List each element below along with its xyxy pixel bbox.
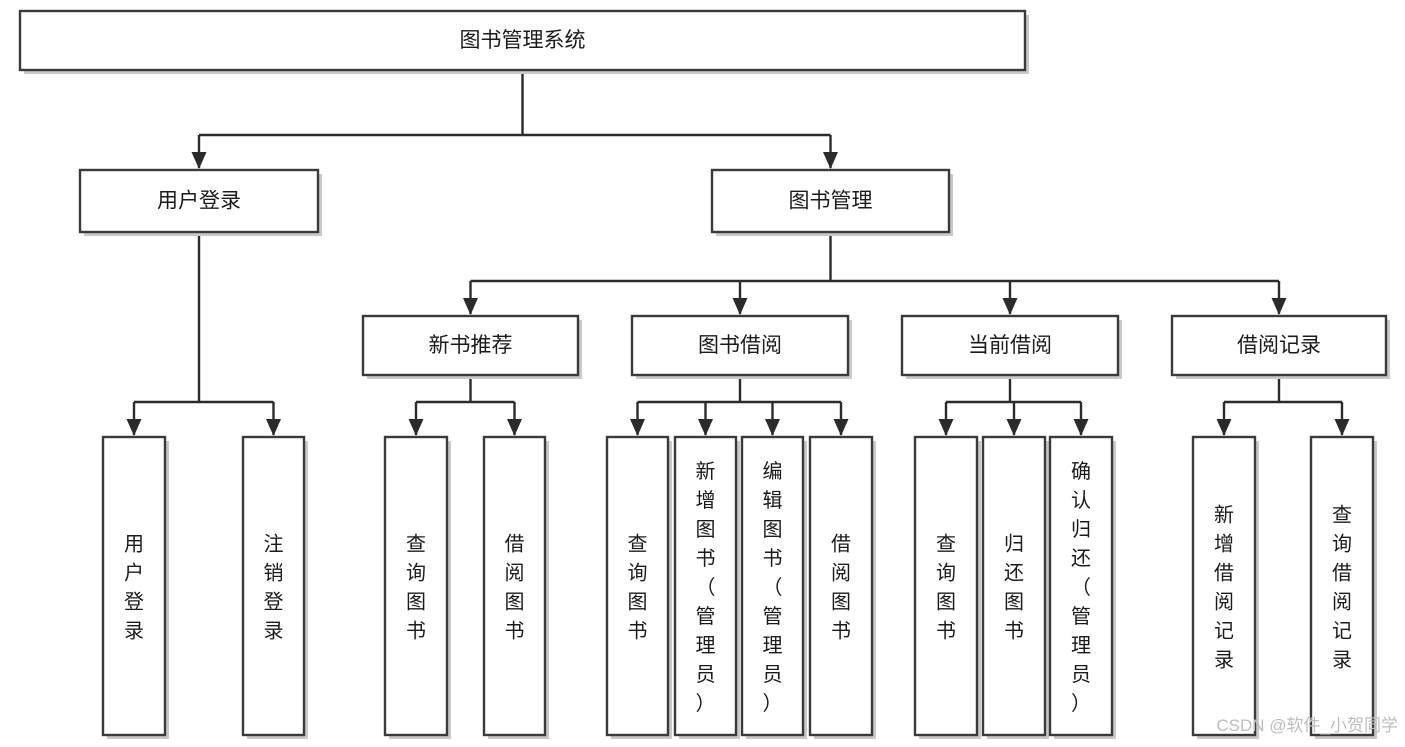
node-rect[interactable] — [913, 435, 979, 737]
arrow-head — [1073, 419, 1089, 436]
node-leaf-leaf-borrow-book-recommend[interactable]: 借阅图书 — [482, 435, 549, 739]
node-rect[interactable] — [1170, 314, 1388, 377]
node-rect[interactable] — [740, 435, 805, 737]
node-rect[interactable] — [101, 435, 167, 737]
node-rect[interactable] — [673, 435, 738, 737]
node-leaf-leaf-borrow-book[interactable]: 借阅图书 — [808, 435, 876, 739]
node-leaf-leaf-user-login[interactable]: 用户登录 — [101, 435, 169, 739]
node-rect[interactable] — [981, 435, 1047, 737]
node-rect[interactable] — [630, 314, 850, 377]
arrow-head — [833, 419, 849, 436]
arrow-head — [765, 419, 780, 436]
node-rect[interactable] — [18, 9, 1027, 72]
arrow-head — [463, 298, 478, 315]
node-rect[interactable] — [710, 168, 951, 234]
node-label: 归还图书 — [1004, 533, 1024, 643]
node-rect[interactable] — [900, 314, 1120, 377]
node-label: 新增图书（管理员） — [696, 460, 716, 715]
node-label: 图书管理 — [789, 190, 873, 213]
node-label: 确认归还（管理员） — [1071, 460, 1091, 715]
node-level2-user-login[interactable]: 用户登录 — [78, 168, 322, 236]
node-leaf-leaf-query-book-recommend[interactable]: 查询图书 — [383, 435, 451, 739]
node-label: 查询图书 — [628, 533, 648, 643]
node-label: 新增借阅记录 — [1214, 504, 1234, 672]
arrow-head — [823, 152, 838, 169]
arrow-head — [1216, 419, 1232, 436]
node-label: 图书借阅 — [698, 334, 782, 357]
node-label: 借阅图书 — [505, 533, 525, 643]
node-label: 借阅记录 — [1237, 334, 1321, 357]
node-label: 查询图书 — [936, 533, 956, 643]
node-rect[interactable] — [1309, 435, 1375, 737]
node-rect[interactable] — [482, 435, 547, 737]
node-rect[interactable] — [808, 435, 874, 737]
node-level3-current-borrow[interactable]: 当前借阅 — [900, 314, 1122, 379]
node-leaf-leaf-query-book-borrow[interactable]: 查询图书 — [605, 435, 672, 739]
arrow-head — [408, 419, 424, 436]
arrow-head — [630, 419, 645, 436]
node-leaf-leaf-user-logout[interactable]: 注销登录 — [241, 435, 308, 739]
node-label: 查询图书 — [406, 533, 426, 643]
arrow-head — [266, 419, 281, 436]
arrow-head — [126, 419, 142, 436]
node-label: 图书管理系统 — [460, 29, 586, 52]
csdn-watermark: CSDN @软件_小贺同学 — [1216, 716, 1398, 735]
node-leaf-leaf-confirm-return-admin[interactable]: 确认归还（管理员） — [1048, 435, 1116, 739]
node-rect[interactable] — [78, 168, 320, 234]
arrow-head — [938, 419, 954, 436]
node-level3-book-borrow[interactable]: 图书借阅 — [630, 314, 852, 379]
node-rect[interactable] — [1191, 435, 1257, 737]
node-rect[interactable] — [1048, 435, 1114, 737]
arrow-head — [1334, 419, 1350, 436]
node-leaf-leaf-query-borrow-record[interactable]: 查询借阅记录 — [1309, 435, 1377, 739]
arrow-head — [698, 419, 713, 436]
node-layer: 图书管理系统用户登录图书管理新书推荐图书借阅当前借阅借阅记录用户登录注销登录查询… — [18, 9, 1390, 739]
node-leaf-leaf-query-book-current[interactable]: 查询图书 — [913, 435, 981, 739]
connector-layer — [126, 70, 1350, 436]
node-leaf-leaf-add-book-admin[interactable]: 新增图书（管理员） — [673, 435, 740, 739]
node-rect[interactable] — [241, 435, 306, 737]
node-rect[interactable] — [361, 314, 580, 377]
node-label: 用户登录 — [124, 534, 144, 643]
node-root-root[interactable]: 图书管理系统 — [18, 9, 1029, 74]
arrow-head — [732, 298, 748, 315]
arrow-head — [1271, 298, 1287, 315]
arrow-head — [1002, 298, 1018, 315]
node-leaf-leaf-add-borrow-record[interactable]: 新增借阅记录 — [1191, 435, 1259, 739]
node-label: 注销登录 — [264, 533, 284, 643]
arrow-head — [1006, 419, 1022, 436]
node-label: 借阅图书 — [831, 533, 851, 643]
node-level3-borrow-records[interactable]: 借阅记录 — [1170, 314, 1390, 379]
node-label: 当前借阅 — [968, 334, 1052, 357]
node-rect[interactable] — [605, 435, 670, 737]
node-level2-book-management[interactable]: 图书管理 — [710, 168, 953, 236]
node-leaf-leaf-return-book[interactable]: 归还图书 — [981, 435, 1049, 739]
node-rect[interactable] — [383, 435, 449, 737]
arrow-head — [507, 419, 522, 436]
node-label: 查询借阅记录 — [1332, 504, 1352, 672]
arrow-head — [191, 152, 207, 169]
node-label: 新书推荐 — [429, 334, 513, 357]
node-label: 编辑图书（管理员） — [763, 460, 783, 715]
node-label: 用户登录 — [157, 190, 241, 213]
node-level3-new-book-recommend[interactable]: 新书推荐 — [361, 314, 582, 379]
node-leaf-leaf-edit-book-admin[interactable]: 编辑图书（管理员） — [740, 435, 807, 739]
